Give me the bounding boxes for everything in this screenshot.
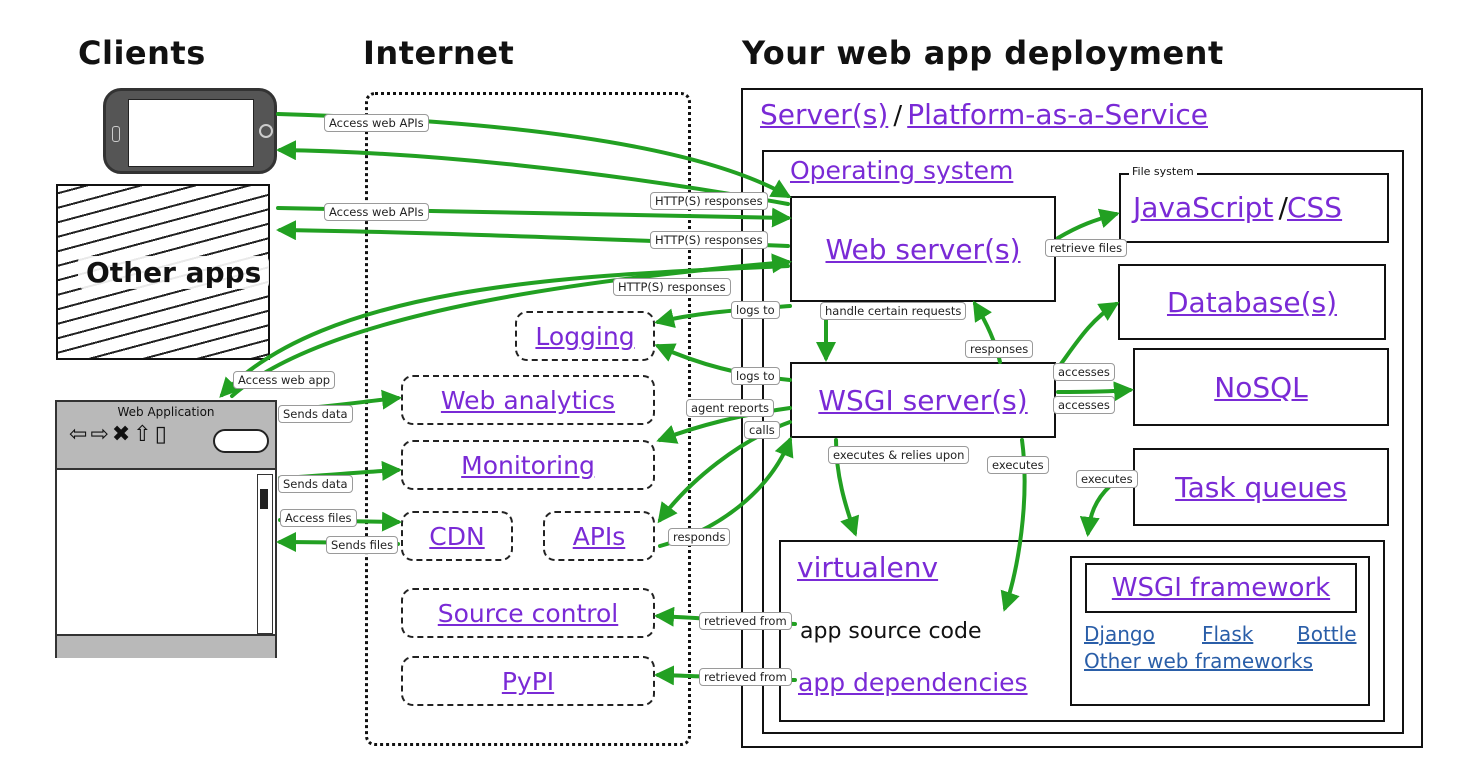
source-control-box: Source control bbox=[401, 588, 655, 638]
edge-label: Access web app bbox=[233, 371, 336, 389]
edge-label: HTTP(S) responses bbox=[650, 192, 768, 210]
virtualenv-link[interactable]: virtualenv bbox=[797, 551, 939, 584]
wsgi-framework-link[interactable]: WSGI framework bbox=[1111, 573, 1331, 603]
databases-link[interactable]: Database(s) bbox=[1166, 285, 1338, 319]
paas-link[interactable]: Platform-as-a-Service bbox=[907, 98, 1208, 131]
source-control-link[interactable]: Source control bbox=[437, 598, 619, 628]
edge-label: responds bbox=[668, 528, 731, 546]
browser-toolbar: Web Application ⇦⇨✖⇧▯ bbox=[57, 402, 275, 470]
web-servers-link[interactable]: Web server(s) bbox=[825, 232, 1021, 266]
edge-label: accesses bbox=[1053, 396, 1115, 414]
arrow-taskqueue-executes bbox=[1079, 484, 1112, 537]
web-application-client: Web Application ⇦⇨✖⇧▯ bbox=[55, 400, 277, 658]
other-apps-server-image: Other apps bbox=[56, 184, 270, 360]
wsgi-framework-box: WSGI framework bbox=[1085, 563, 1357, 613]
edge-label: accesses bbox=[1053, 363, 1115, 381]
edge-label: logs to bbox=[731, 301, 780, 319]
browser-statusbar bbox=[57, 634, 275, 658]
apis-box: APIs bbox=[543, 511, 655, 561]
scrollbar bbox=[257, 474, 273, 634]
django-link[interactable]: Django bbox=[1084, 622, 1155, 646]
servers-link[interactable]: Server(s) bbox=[760, 98, 889, 131]
search-field-icon bbox=[213, 429, 269, 453]
cdn-box: CDN bbox=[401, 511, 513, 561]
js-css-row: JavaScript / CSS bbox=[1133, 191, 1342, 224]
phone-screen bbox=[128, 99, 254, 167]
web-analytics-link[interactable]: Web analytics bbox=[440, 385, 616, 415]
edge-label: Sends data bbox=[278, 475, 353, 493]
nosql-box: NoSQL bbox=[1133, 348, 1389, 426]
arrow-wsgi-to-nosql bbox=[1056, 381, 1134, 402]
wsgi-servers-link[interactable]: WSGI server(s) bbox=[818, 383, 1028, 417]
task-queues-box: Task queues bbox=[1133, 448, 1389, 526]
js-css-separator: / bbox=[1278, 191, 1288, 224]
databases-box: Database(s) bbox=[1118, 264, 1386, 340]
deployment-heading: Your web app deployment bbox=[742, 34, 1224, 72]
other-frameworks-link[interactable]: Other web frameworks bbox=[1084, 649, 1313, 673]
smartphone-client bbox=[103, 88, 277, 174]
servers-paas-header: Server(s) / Platform-as-a-Service bbox=[760, 98, 1208, 131]
operating-system-link[interactable]: Operating system bbox=[790, 156, 1014, 185]
app-source-code-label: app source code bbox=[800, 619, 982, 644]
pypi-box: PyPI bbox=[401, 656, 655, 706]
other-apps-label: Other apps bbox=[78, 256, 270, 289]
flask-link[interactable]: Flask bbox=[1202, 622, 1254, 646]
edge-label: executes & relies upon bbox=[828, 446, 970, 464]
edge-label: agent reports bbox=[686, 399, 774, 417]
cdn-link[interactable]: CDN bbox=[429, 521, 485, 551]
internet-boundary bbox=[365, 92, 691, 746]
edge-label: HTTP(S) responses bbox=[613, 278, 731, 296]
arrow-webapp-access bbox=[230, 253, 792, 398]
scrollbar-thumb bbox=[260, 489, 268, 509]
wsgi-server-box: WSGI server(s) bbox=[790, 362, 1056, 438]
css-link[interactable]: CSS bbox=[1286, 191, 1343, 224]
edge-label: retrieved from bbox=[699, 612, 792, 630]
pypi-link[interactable]: PyPI bbox=[501, 666, 555, 696]
edge-label: logs to bbox=[731, 367, 780, 385]
clients-heading: Clients bbox=[78, 34, 206, 72]
edge-label: handle certain requests bbox=[820, 302, 967, 320]
edge-label: HTTP(S) responses bbox=[650, 231, 768, 249]
monitoring-link[interactable]: Monitoring bbox=[461, 450, 595, 480]
internet-heading: Internet bbox=[363, 34, 515, 72]
task-queues-link[interactable]: Task queues bbox=[1175, 470, 1347, 504]
javascript-link[interactable]: JavaScript bbox=[1133, 191, 1274, 224]
servers-separator: / bbox=[893, 101, 903, 131]
edge-label: Access web APIs bbox=[324, 203, 429, 221]
edge-label: Access files bbox=[280, 509, 357, 527]
edge-label: responses bbox=[965, 340, 1034, 358]
phone-speaker-icon bbox=[112, 126, 120, 142]
edge-label: Sends files bbox=[326, 536, 399, 554]
file-system-box: File system JavaScript / CSS bbox=[1119, 165, 1389, 243]
edge-label: retrieved from bbox=[699, 668, 792, 686]
edge-label: retrieve files bbox=[1045, 239, 1128, 257]
edge-label: Sends data bbox=[278, 405, 353, 423]
edge-label: Access web APIs bbox=[324, 114, 429, 132]
web-application-title: Web Application bbox=[117, 405, 215, 419]
web-analytics-box: Web analytics bbox=[401, 375, 655, 425]
browser-nav-icons: ⇦⇨✖⇧▯ bbox=[69, 422, 170, 447]
arrow-wsgi-to-databases bbox=[1056, 301, 1120, 370]
monitoring-box: Monitoring bbox=[401, 440, 655, 490]
edge-label: executes bbox=[1076, 470, 1138, 488]
file-system-label: File system bbox=[1129, 165, 1197, 178]
edge-label: executes bbox=[987, 456, 1049, 474]
logging-link[interactable]: Logging bbox=[535, 321, 635, 351]
logging-box: Logging bbox=[515, 311, 655, 361]
phone-home-button-icon bbox=[259, 124, 273, 138]
nosql-link[interactable]: NoSQL bbox=[1214, 370, 1308, 404]
bottle-link[interactable]: Bottle bbox=[1297, 622, 1357, 646]
arrow-phone-response bbox=[276, 140, 790, 206]
edge-label: calls bbox=[744, 421, 780, 439]
app-dependencies-link[interactable]: app dependencies bbox=[798, 668, 1028, 697]
apis-link[interactable]: APIs bbox=[572, 521, 626, 551]
arrow-web-to-filesystem bbox=[1056, 208, 1120, 240]
